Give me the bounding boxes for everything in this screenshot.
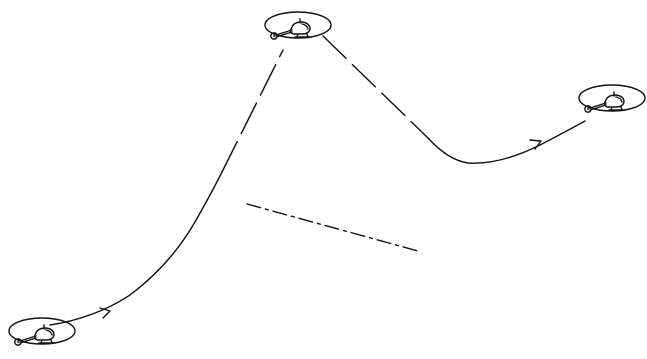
helicopter-icon xyxy=(579,85,645,112)
reference-line-dashdot xyxy=(247,204,418,251)
helicopter-peak xyxy=(265,12,331,39)
helicopter-icon xyxy=(265,12,331,39)
helicopter-end xyxy=(579,85,645,112)
arrow-head xyxy=(530,140,541,149)
descent-path-dashed xyxy=(323,36,428,138)
descent-path-solid xyxy=(428,121,585,163)
arrow-head xyxy=(100,308,110,318)
climb-path-solid xyxy=(50,172,222,325)
climb-path-dashed xyxy=(222,50,283,172)
